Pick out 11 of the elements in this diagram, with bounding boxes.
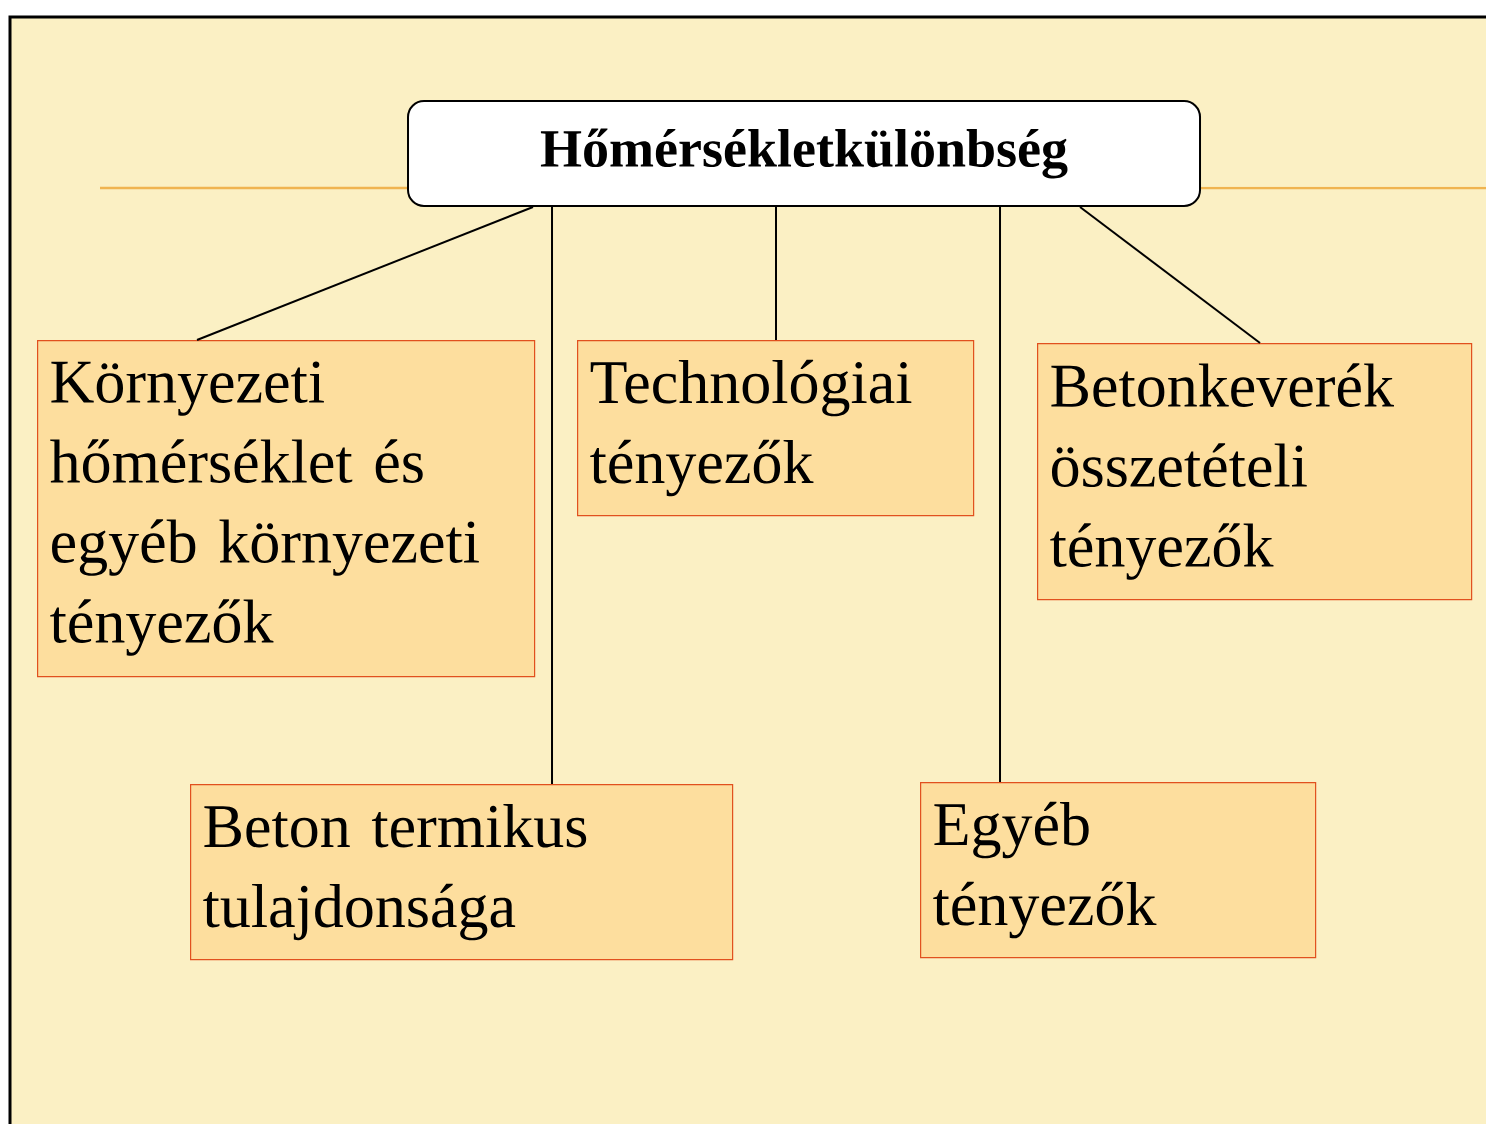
connector-line xyxy=(999,206,1001,783)
connector-line xyxy=(551,206,553,785)
factor-box: Technológiai tényezők xyxy=(577,340,975,517)
factor-box: Beton termikus tulajdonsága xyxy=(190,784,734,961)
factor-box: Egyéb tényezők xyxy=(920,782,1317,959)
connector-line xyxy=(1079,206,1261,344)
connector-line xyxy=(196,206,534,341)
connector-line xyxy=(775,206,777,341)
factor-box: Környezeti hőmérséklet és egyéb környezeti tényezők xyxy=(37,340,536,678)
factor-box: Betonkeverék összetételi tényezők xyxy=(1037,343,1473,601)
heading-box: Hőmérsékletkülönbség xyxy=(407,100,1201,207)
